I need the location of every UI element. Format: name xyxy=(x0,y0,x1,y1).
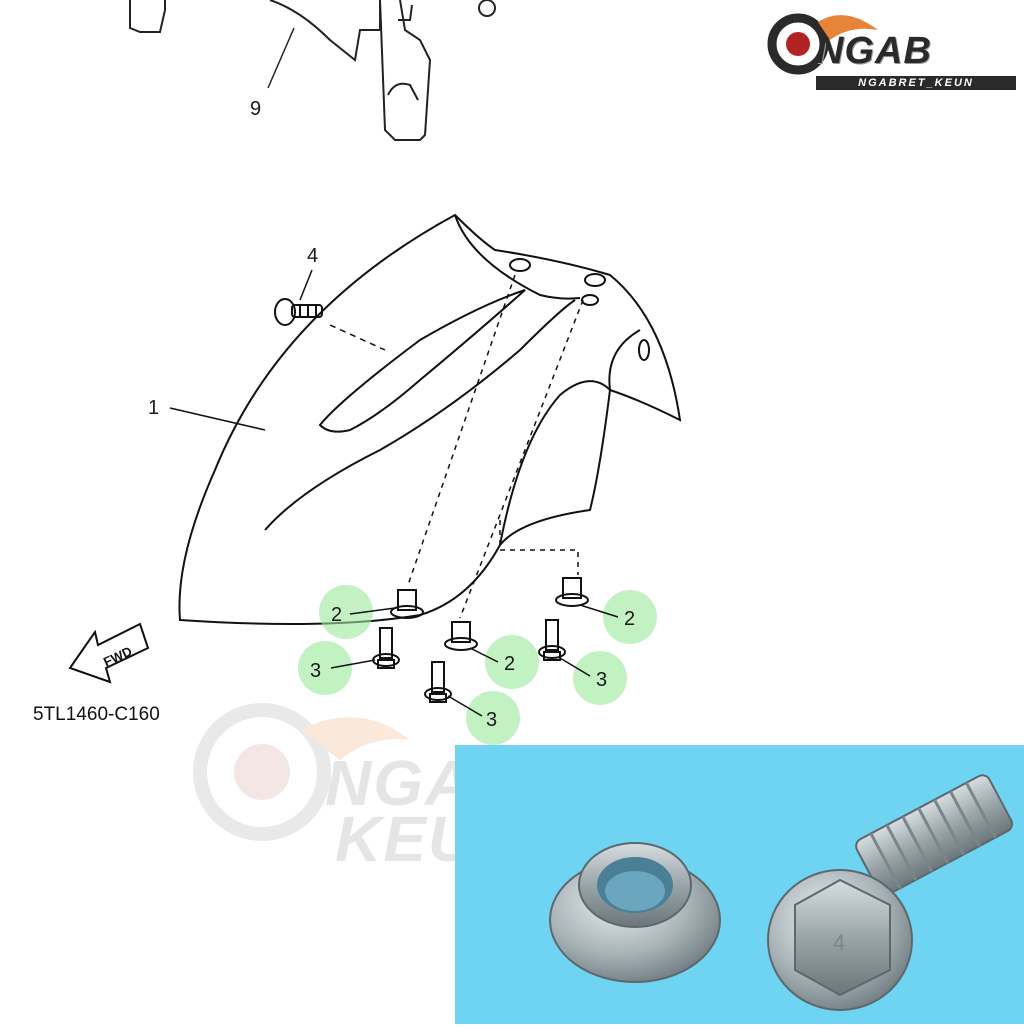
callout-1: 1 xyxy=(148,397,159,419)
watermark-turbo-icon xyxy=(193,703,410,841)
bolt-a xyxy=(372,627,400,669)
callout-2-a: 2 xyxy=(331,604,342,626)
fwd-arrow-icon: FWD xyxy=(68,622,150,684)
leader-lines xyxy=(169,269,619,717)
part-9-drawing xyxy=(129,0,496,141)
collar-b xyxy=(444,621,478,651)
callout-3-a: 3 xyxy=(310,660,321,682)
flange-bolt-photo: 4 xyxy=(767,774,1014,1011)
part-code: 5TL1460-C160 xyxy=(33,704,160,725)
callout-4: 4 xyxy=(307,245,318,267)
front-fender xyxy=(178,213,682,625)
bolt-head-marking: 4 xyxy=(833,930,845,955)
collar-spacer-photo xyxy=(549,842,721,983)
parts-photo-illustration: 4 xyxy=(549,774,1014,1011)
turbo-icon xyxy=(767,13,878,75)
bolt-c xyxy=(424,661,452,703)
bolt-b xyxy=(538,619,566,661)
fastener-dashed-lines xyxy=(407,274,584,619)
collar-a xyxy=(390,589,424,619)
callout-9: 9 xyxy=(250,98,261,120)
logo-main-text: NGAB xyxy=(816,30,932,72)
callout-2-c: 2 xyxy=(504,653,515,675)
part-4-bolt xyxy=(274,298,386,351)
callout-3-b: 3 xyxy=(596,669,607,691)
parts-photo: 4 xyxy=(455,745,1024,1024)
collar-c xyxy=(555,577,589,607)
logo-sub-text: NGABRET_KEUN xyxy=(816,76,1016,90)
part-2-collars xyxy=(390,577,589,651)
highlight-circles xyxy=(298,585,657,745)
callout-3-c: 3 xyxy=(486,709,497,731)
callout-2-b: 2 xyxy=(624,608,635,630)
